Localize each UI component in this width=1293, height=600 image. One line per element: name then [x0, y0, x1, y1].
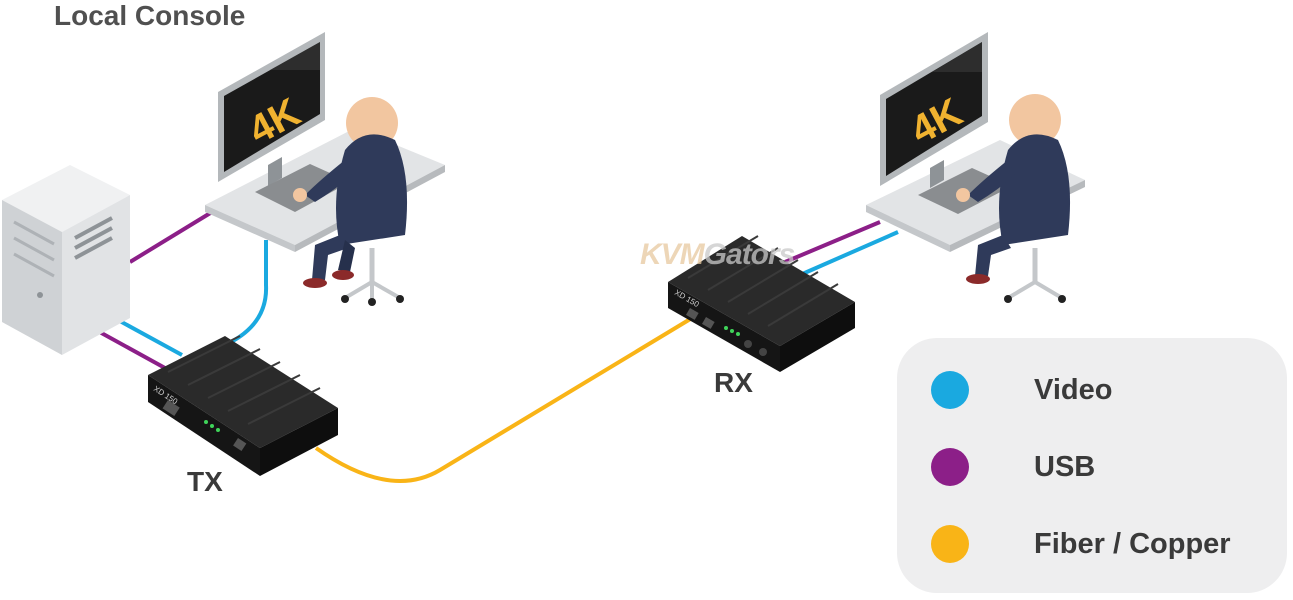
- watermark: KVMGators: [640, 238, 796, 272]
- usb-cable-pc-to-desk: [128, 210, 214, 264]
- video-cable-rx-to-desk: [799, 230, 899, 277]
- watermark-part1: KVM: [640, 238, 705, 271]
- legend-label-video: Video: [1034, 373, 1113, 406]
- usb-cable-rx-to-desk: [784, 220, 881, 264]
- rx-device: XD 150: [668, 235, 855, 372]
- local-console-title: Local Console: [54, 0, 246, 31]
- tx-device: XD 150: [148, 335, 338, 476]
- legend-label-usb: USB: [1034, 450, 1096, 483]
- legend-dot-usb: [931, 448, 969, 486]
- remote-person: [956, 94, 1071, 303]
- remote-monitor: 4K: [880, 32, 988, 188]
- legend-panel: Video USB Fiber / Copper: [897, 338, 1287, 593]
- video-cable-pc-to-tx: [117, 318, 183, 357]
- usb-cable-pc-to-tx: [95, 328, 166, 370]
- fiber-cable-tx-to-rx: [314, 316, 694, 483]
- legend-item-video: Video: [931, 370, 1112, 410]
- legend-item-usb: USB: [931, 447, 1095, 487]
- video-cable-tx-to-desk: [224, 240, 269, 347]
- legend-label-fiber-copper: Fiber / Copper: [1034, 527, 1231, 560]
- tx-label: TX: [187, 466, 223, 497]
- watermark-part2: Gators: [703, 238, 796, 271]
- legend-dot-fiber-copper: [931, 525, 969, 563]
- local-monitor: 4K: [218, 32, 325, 186]
- local-person: [293, 97, 408, 306]
- legend-item-fiber-copper: Fiber / Copper: [931, 524, 1231, 564]
- legend-dot-video: [931, 371, 969, 409]
- rx-label: RX: [714, 367, 753, 398]
- pc-tower: [2, 165, 130, 355]
